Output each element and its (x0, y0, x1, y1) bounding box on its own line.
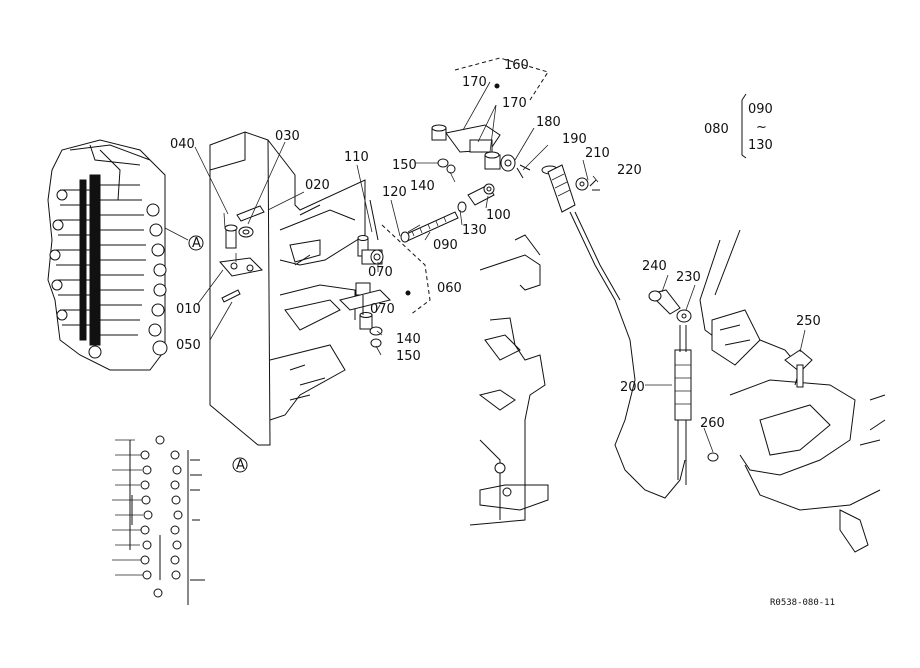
cable-bracket (469, 234, 549, 526)
label-120: 120 (382, 185, 407, 200)
kit-from-090: 090 (748, 102, 773, 117)
control-valve-assembly: A (47, 139, 204, 371)
label-070-a: 070 (368, 265, 393, 280)
bolt-washer-group (219, 205, 265, 303)
label-070-b: 070 (370, 302, 395, 317)
leader-lines (194, 93, 806, 453)
label-210: 210 (585, 146, 610, 161)
label-170-a: 170 (462, 75, 487, 90)
rod-and-rodend (400, 158, 495, 243)
mounting-plate (209, 131, 366, 446)
part-labels: 160 170 170 180 190 210 220 150 140 100 … (170, 58, 821, 431)
kit-to-130: 130 (748, 138, 773, 153)
label-190: 190 (562, 132, 587, 147)
valve-spools (56, 174, 146, 346)
lever-160-group (431, 57, 549, 179)
label-170-b: 170 (502, 96, 527, 111)
label-250: 250 (796, 314, 821, 329)
view-marker-a-2: A (236, 458, 245, 473)
label-050: 050 (176, 338, 201, 353)
label-020: 020 (305, 178, 330, 193)
label-200: 200 (620, 380, 645, 395)
label-040: 040 (170, 137, 195, 152)
kit-tilde: ~ (756, 120, 767, 135)
view-marker-a-1: A (192, 236, 201, 251)
kit-bracket: 080 090 ~ 130 (704, 102, 773, 153)
label-090: 090 (433, 238, 458, 253)
label-140-a: 140 (410, 179, 435, 194)
label-100: 100 (486, 208, 511, 223)
view-marker-circle (188, 235, 204, 251)
label-260: 260 (700, 416, 725, 431)
label-010: 010 (176, 302, 201, 317)
kit-label-080: 080 (704, 122, 729, 137)
pedal-assembly (699, 229, 886, 553)
label-230: 230 (676, 270, 701, 285)
lever-assembly (339, 199, 411, 348)
drawing-code: R0538-080-11 (770, 598, 835, 608)
label-030: 030 (275, 129, 300, 144)
label-160: 160 (504, 58, 529, 73)
valve-ports (49, 189, 168, 359)
label-130: 130 (462, 223, 487, 238)
label-150-b: 150 (396, 349, 421, 364)
label-240: 240 (642, 259, 667, 274)
throttle-cable (541, 164, 692, 499)
label-110: 110 (344, 150, 369, 165)
label-150-a: 150 (392, 158, 417, 173)
label-060: 060 (437, 281, 462, 296)
label-220: 220 (617, 163, 642, 178)
label-140-b: 140 (396, 332, 421, 347)
detail-view-a: A (112, 435, 248, 605)
label-180: 180 (536, 115, 561, 130)
